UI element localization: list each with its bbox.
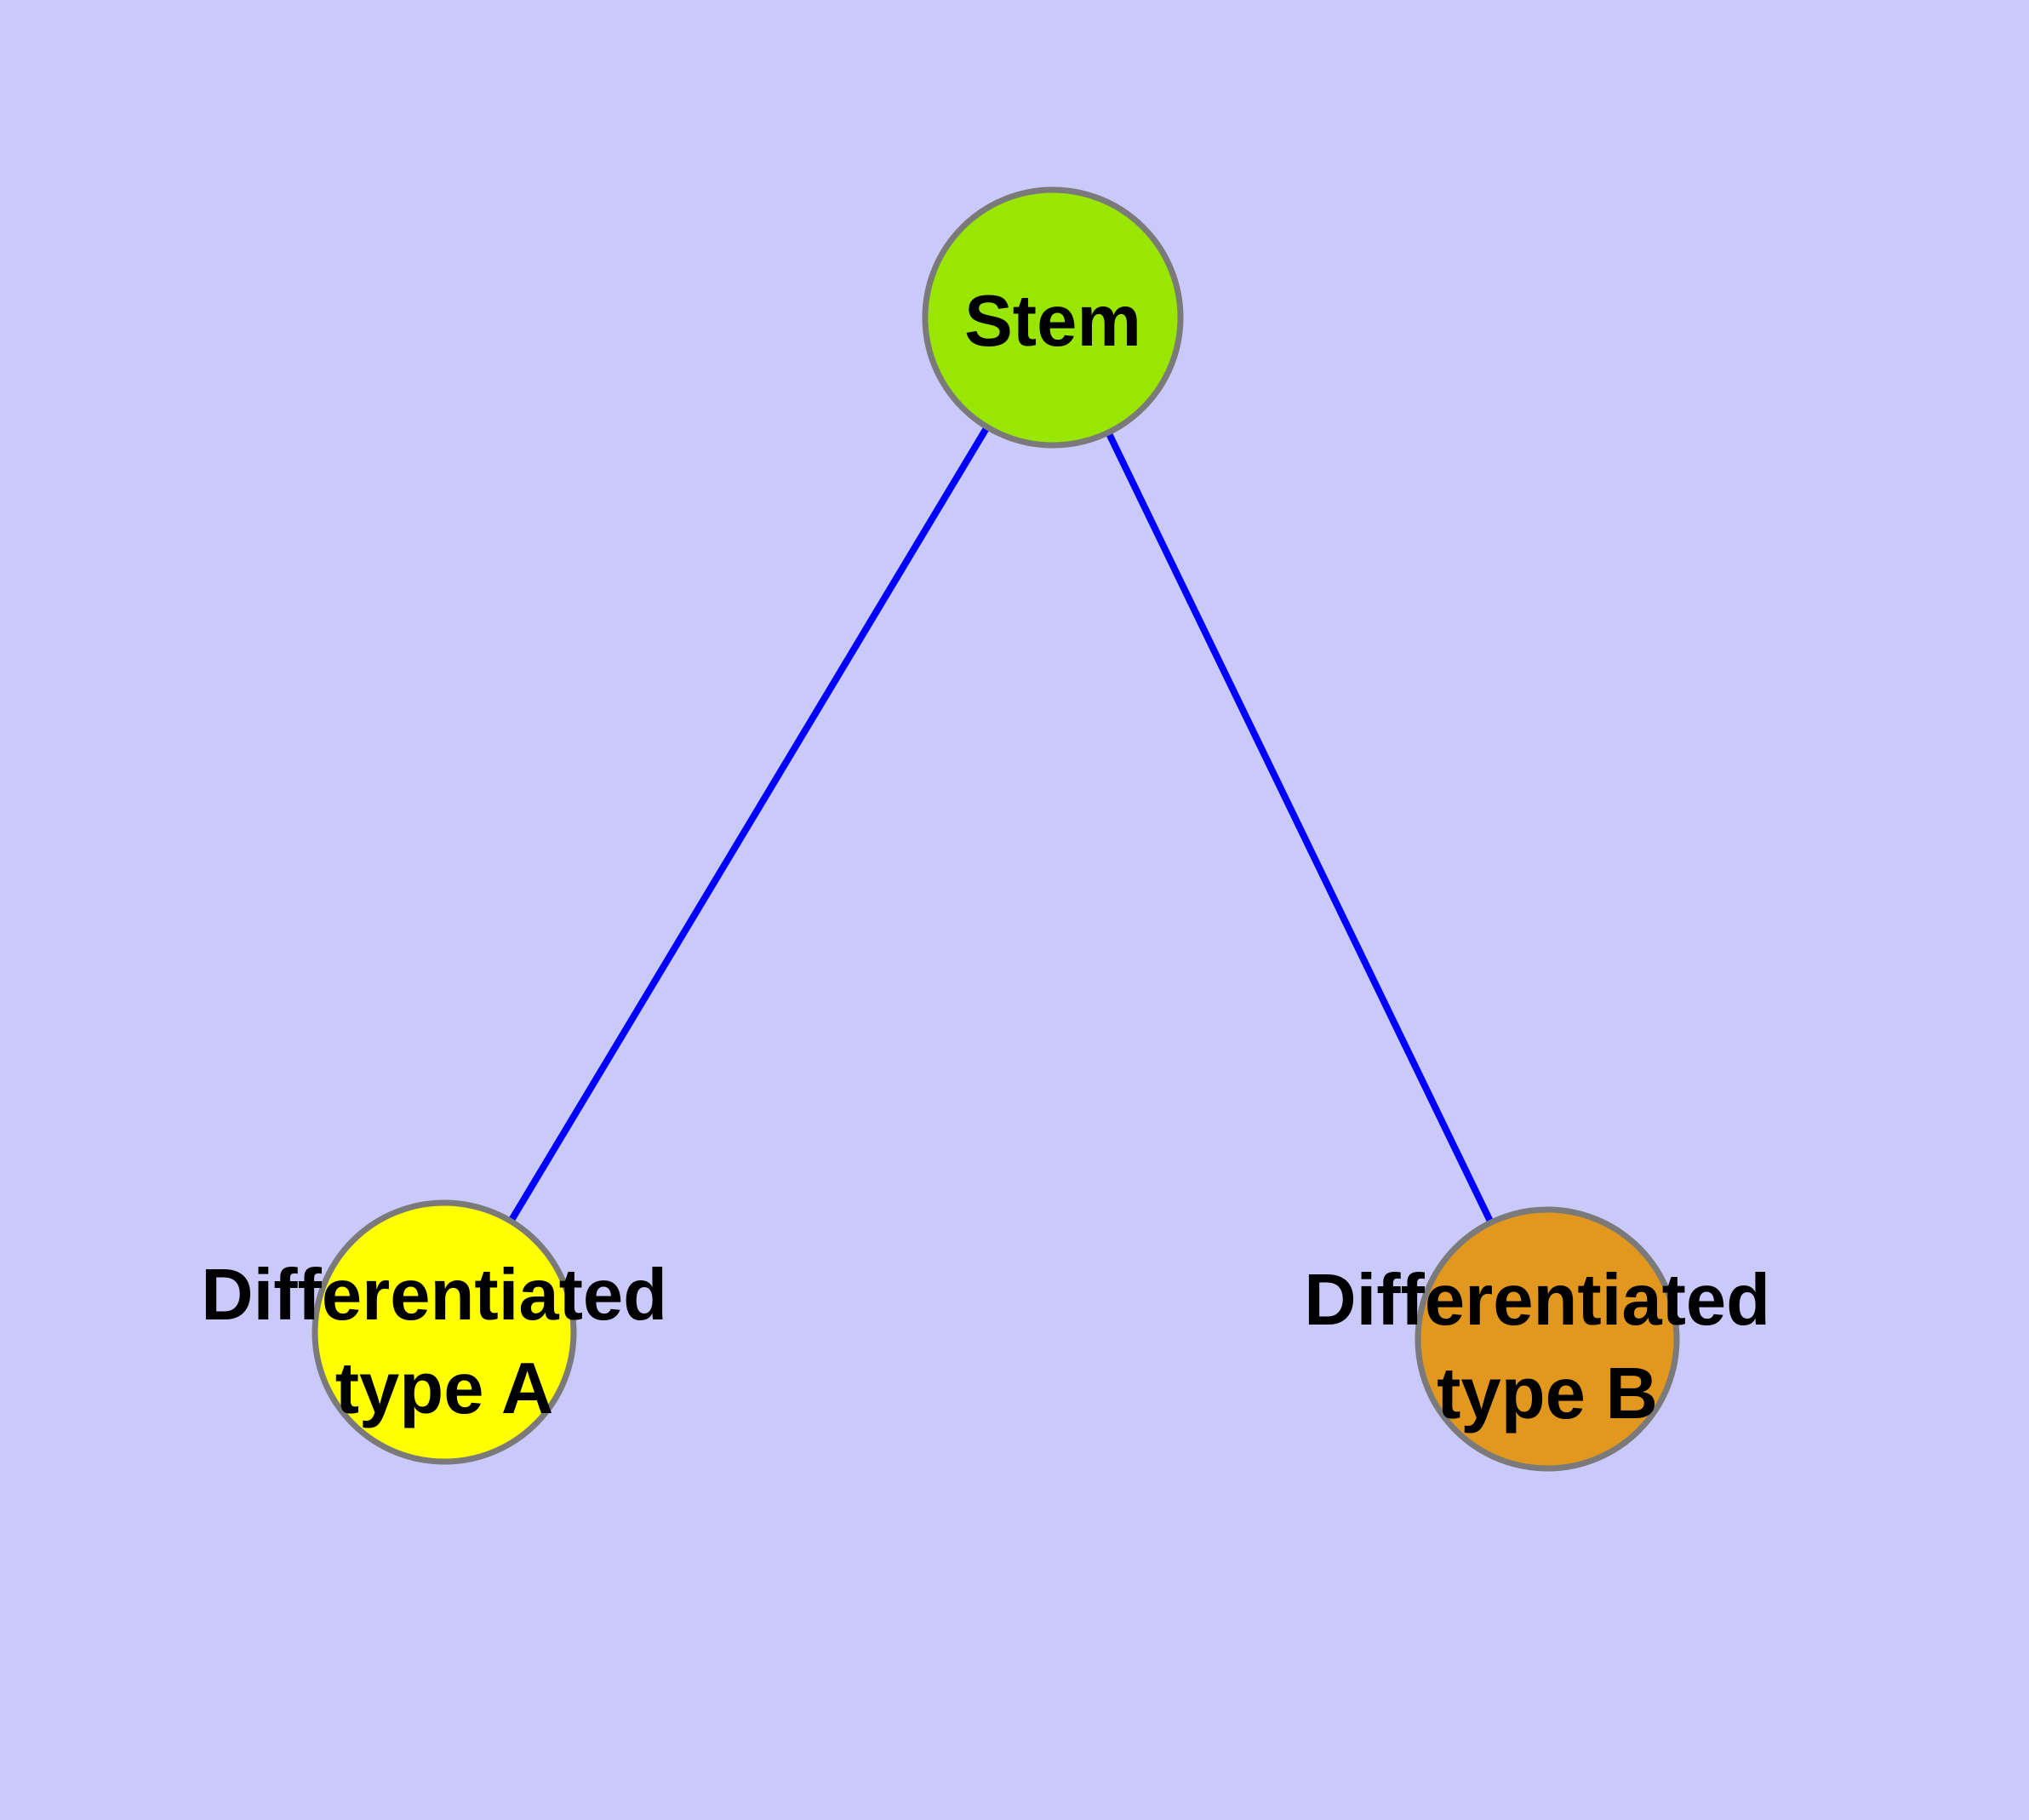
node-stem-circle — [922, 186, 1184, 449]
node-differentiated-type-a-label-line1: Differentiated — [201, 1255, 667, 1336]
node-differentiated-type-b-label-line1: Differentiated — [1304, 1260, 1770, 1341]
node-stem-label: Stem — [964, 281, 1141, 362]
edge-stem-to-differentiated-type-a — [441, 315, 1056, 1335]
edge-stem-to-differentiated-type-b — [1049, 316, 1551, 1341]
node-differentiated-type-b-label-line2: type B — [1437, 1354, 1658, 1434]
node-differentiated-type-a-label-line2: type A — [335, 1348, 554, 1429]
label-layer: Stem Differentiated type A Differentiate… — [201, 281, 1790, 1434]
node-differentiated-type-a-circle — [311, 1199, 577, 1465]
node-differentiated-type-b-circle — [1415, 1206, 1680, 1472]
edge-layer — [441, 315, 1551, 1341]
node-differentiated-type-a-label: Differentiated type A — [201, 1255, 687, 1429]
node-differentiated-type-b-label: Differentiated type B — [1304, 1260, 1790, 1434]
node-layer — [311, 186, 1680, 1472]
